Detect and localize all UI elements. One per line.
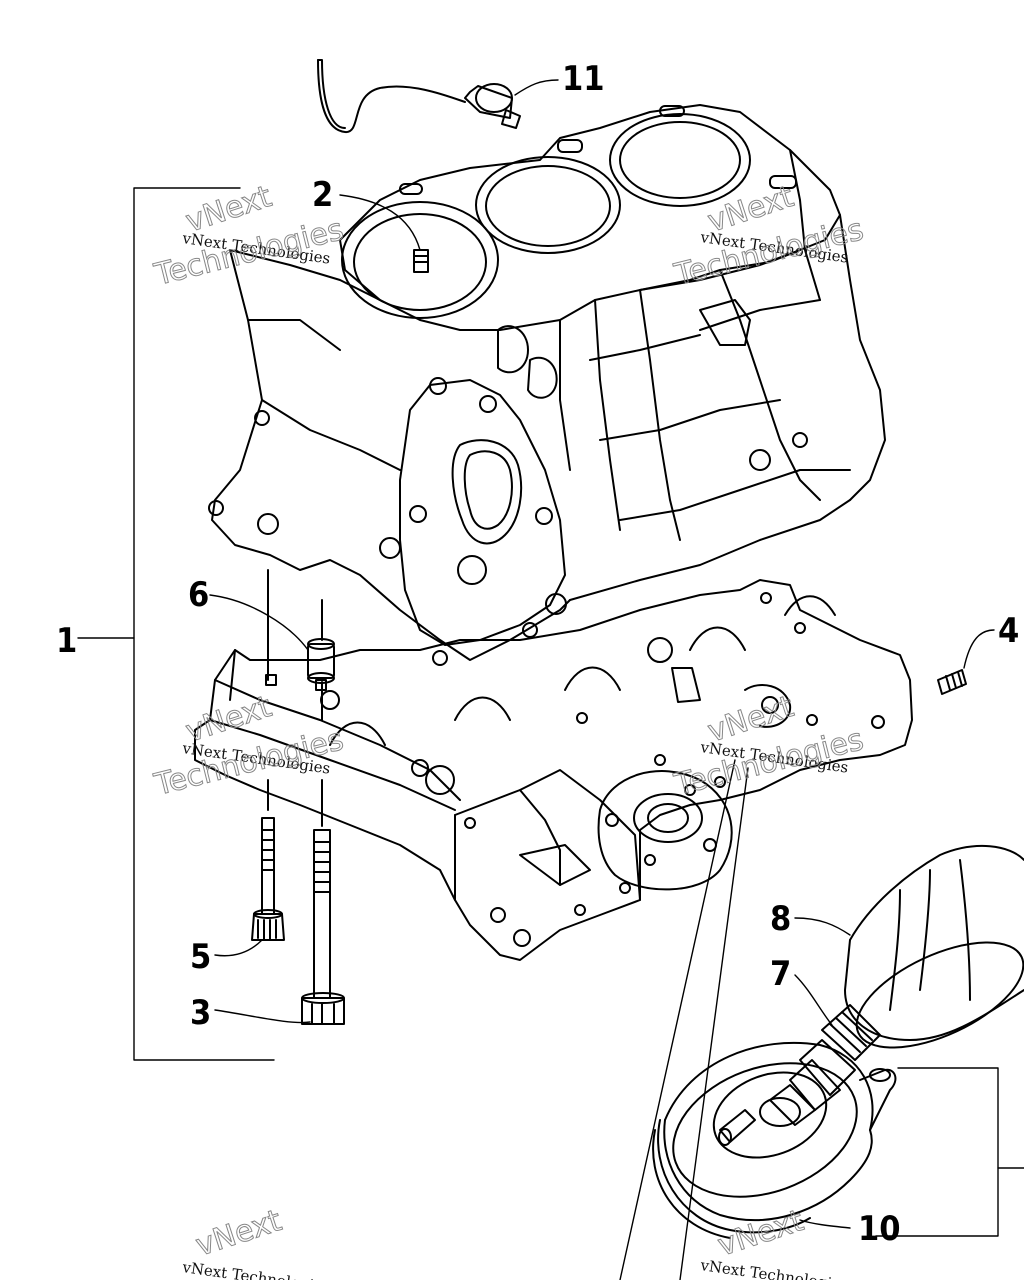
callout-10: 10 — [858, 1209, 901, 1249]
bolt-3 — [301, 779, 345, 1025]
callout-11: 11 — [562, 59, 605, 99]
svg-text:Technologies: Technologies — [150, 722, 346, 803]
svg-text:Technologies: Technologies — [670, 212, 866, 293]
lower-crankcase — [194, 579, 913, 961]
callout-7: 7 — [770, 954, 791, 994]
filter-adapter — [652, 1041, 897, 1239]
svg-text:Technologies: Technologies — [670, 722, 866, 803]
watermark-bottom-left: vNext vNext Technologies — [180, 1203, 331, 1285]
svg-text:vNext Technologies: vNext Technologies — [180, 1258, 331, 1280]
bolt-5 — [251, 779, 285, 941]
callout-1: 1 — [56, 621, 77, 661]
plug-4 — [937, 669, 967, 695]
leader-lines — [77, 79, 1024, 1281]
svg-text:vNext: vNext — [192, 1203, 286, 1263]
callout-3: 3 — [190, 993, 211, 1033]
cylinder-block — [208, 104, 886, 666]
callout-8: 8 — [770, 899, 791, 939]
callout-4: 4 — [998, 611, 1019, 651]
oil-filter — [844, 844, 1024, 1049]
svg-text:Technologies: Technologies — [150, 212, 346, 293]
svg-text:vNext: vNext — [714, 1203, 808, 1263]
knock-sensor — [317, 59, 521, 133]
svg-text:vNext Technologies: vNext Technologies — [698, 1256, 849, 1280]
callout-2: 2 — [312, 175, 333, 215]
callout-5: 5 — [190, 937, 211, 977]
callout-6: 6 — [188, 575, 209, 615]
threaded-nipple — [769, 1004, 881, 1126]
dowel-pin — [267, 569, 335, 721]
